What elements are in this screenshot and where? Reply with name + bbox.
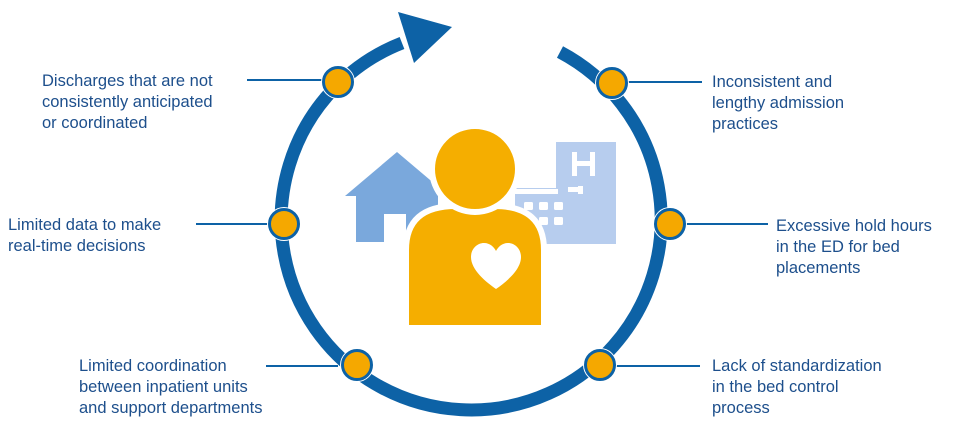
challenge-label-right-middle: Excessive hold hours in the ED for bed p…	[776, 216, 932, 279]
cycle-ring	[274, 36, 668, 417]
node-left-top	[321, 65, 355, 99]
label-line: between inpatient units	[79, 378, 248, 396]
node-left-bottom	[340, 348, 374, 382]
label-line: or coordinated	[42, 114, 148, 132]
label-line: practices	[712, 115, 779, 133]
node-right-middle	[653, 207, 687, 241]
label-line: and support departments	[79, 399, 263, 417]
label-line: in the bed control	[712, 378, 839, 396]
label-line: Inconsistent and	[712, 73, 833, 91]
label-line: Excessive hold hours	[776, 217, 932, 235]
node-right-bottom	[583, 348, 617, 382]
connector-lines	[196, 79, 768, 367]
node-left-middle	[267, 207, 301, 241]
challenge-label-left-middle: Limited data to make real-time decisions	[8, 215, 161, 257]
label-line: real-time decisions	[8, 237, 146, 255]
label-line: in the ED for bed	[776, 238, 900, 256]
label-line: lengthy admission	[712, 94, 845, 112]
cycle-arrow-icon	[398, 12, 452, 63]
label-line: Limited coordination	[79, 357, 227, 375]
label-line: Limited data to make	[8, 216, 162, 234]
label-line: Discharges that are not	[42, 72, 213, 90]
label-line: Lack of standardization	[712, 357, 882, 375]
label-line: process	[712, 399, 770, 417]
challenge-label-right-bottom: Lack of standardization in the bed contr…	[712, 356, 882, 419]
person-icon	[403, 123, 547, 331]
node-right-top	[595, 66, 629, 100]
heart-icon	[471, 243, 521, 289]
challenge-label-left-top: Discharges that are not consistently ant…	[42, 71, 213, 134]
label-line: consistently anticipated	[42, 93, 213, 111]
challenge-label-left-bottom: Limited coordination between inpatient u…	[79, 356, 262, 419]
challenge-label-right-top: Inconsistent and lengthy admission pract…	[712, 72, 844, 135]
label-line: placements	[776, 259, 861, 277]
ring-nodes	[267, 65, 687, 382]
